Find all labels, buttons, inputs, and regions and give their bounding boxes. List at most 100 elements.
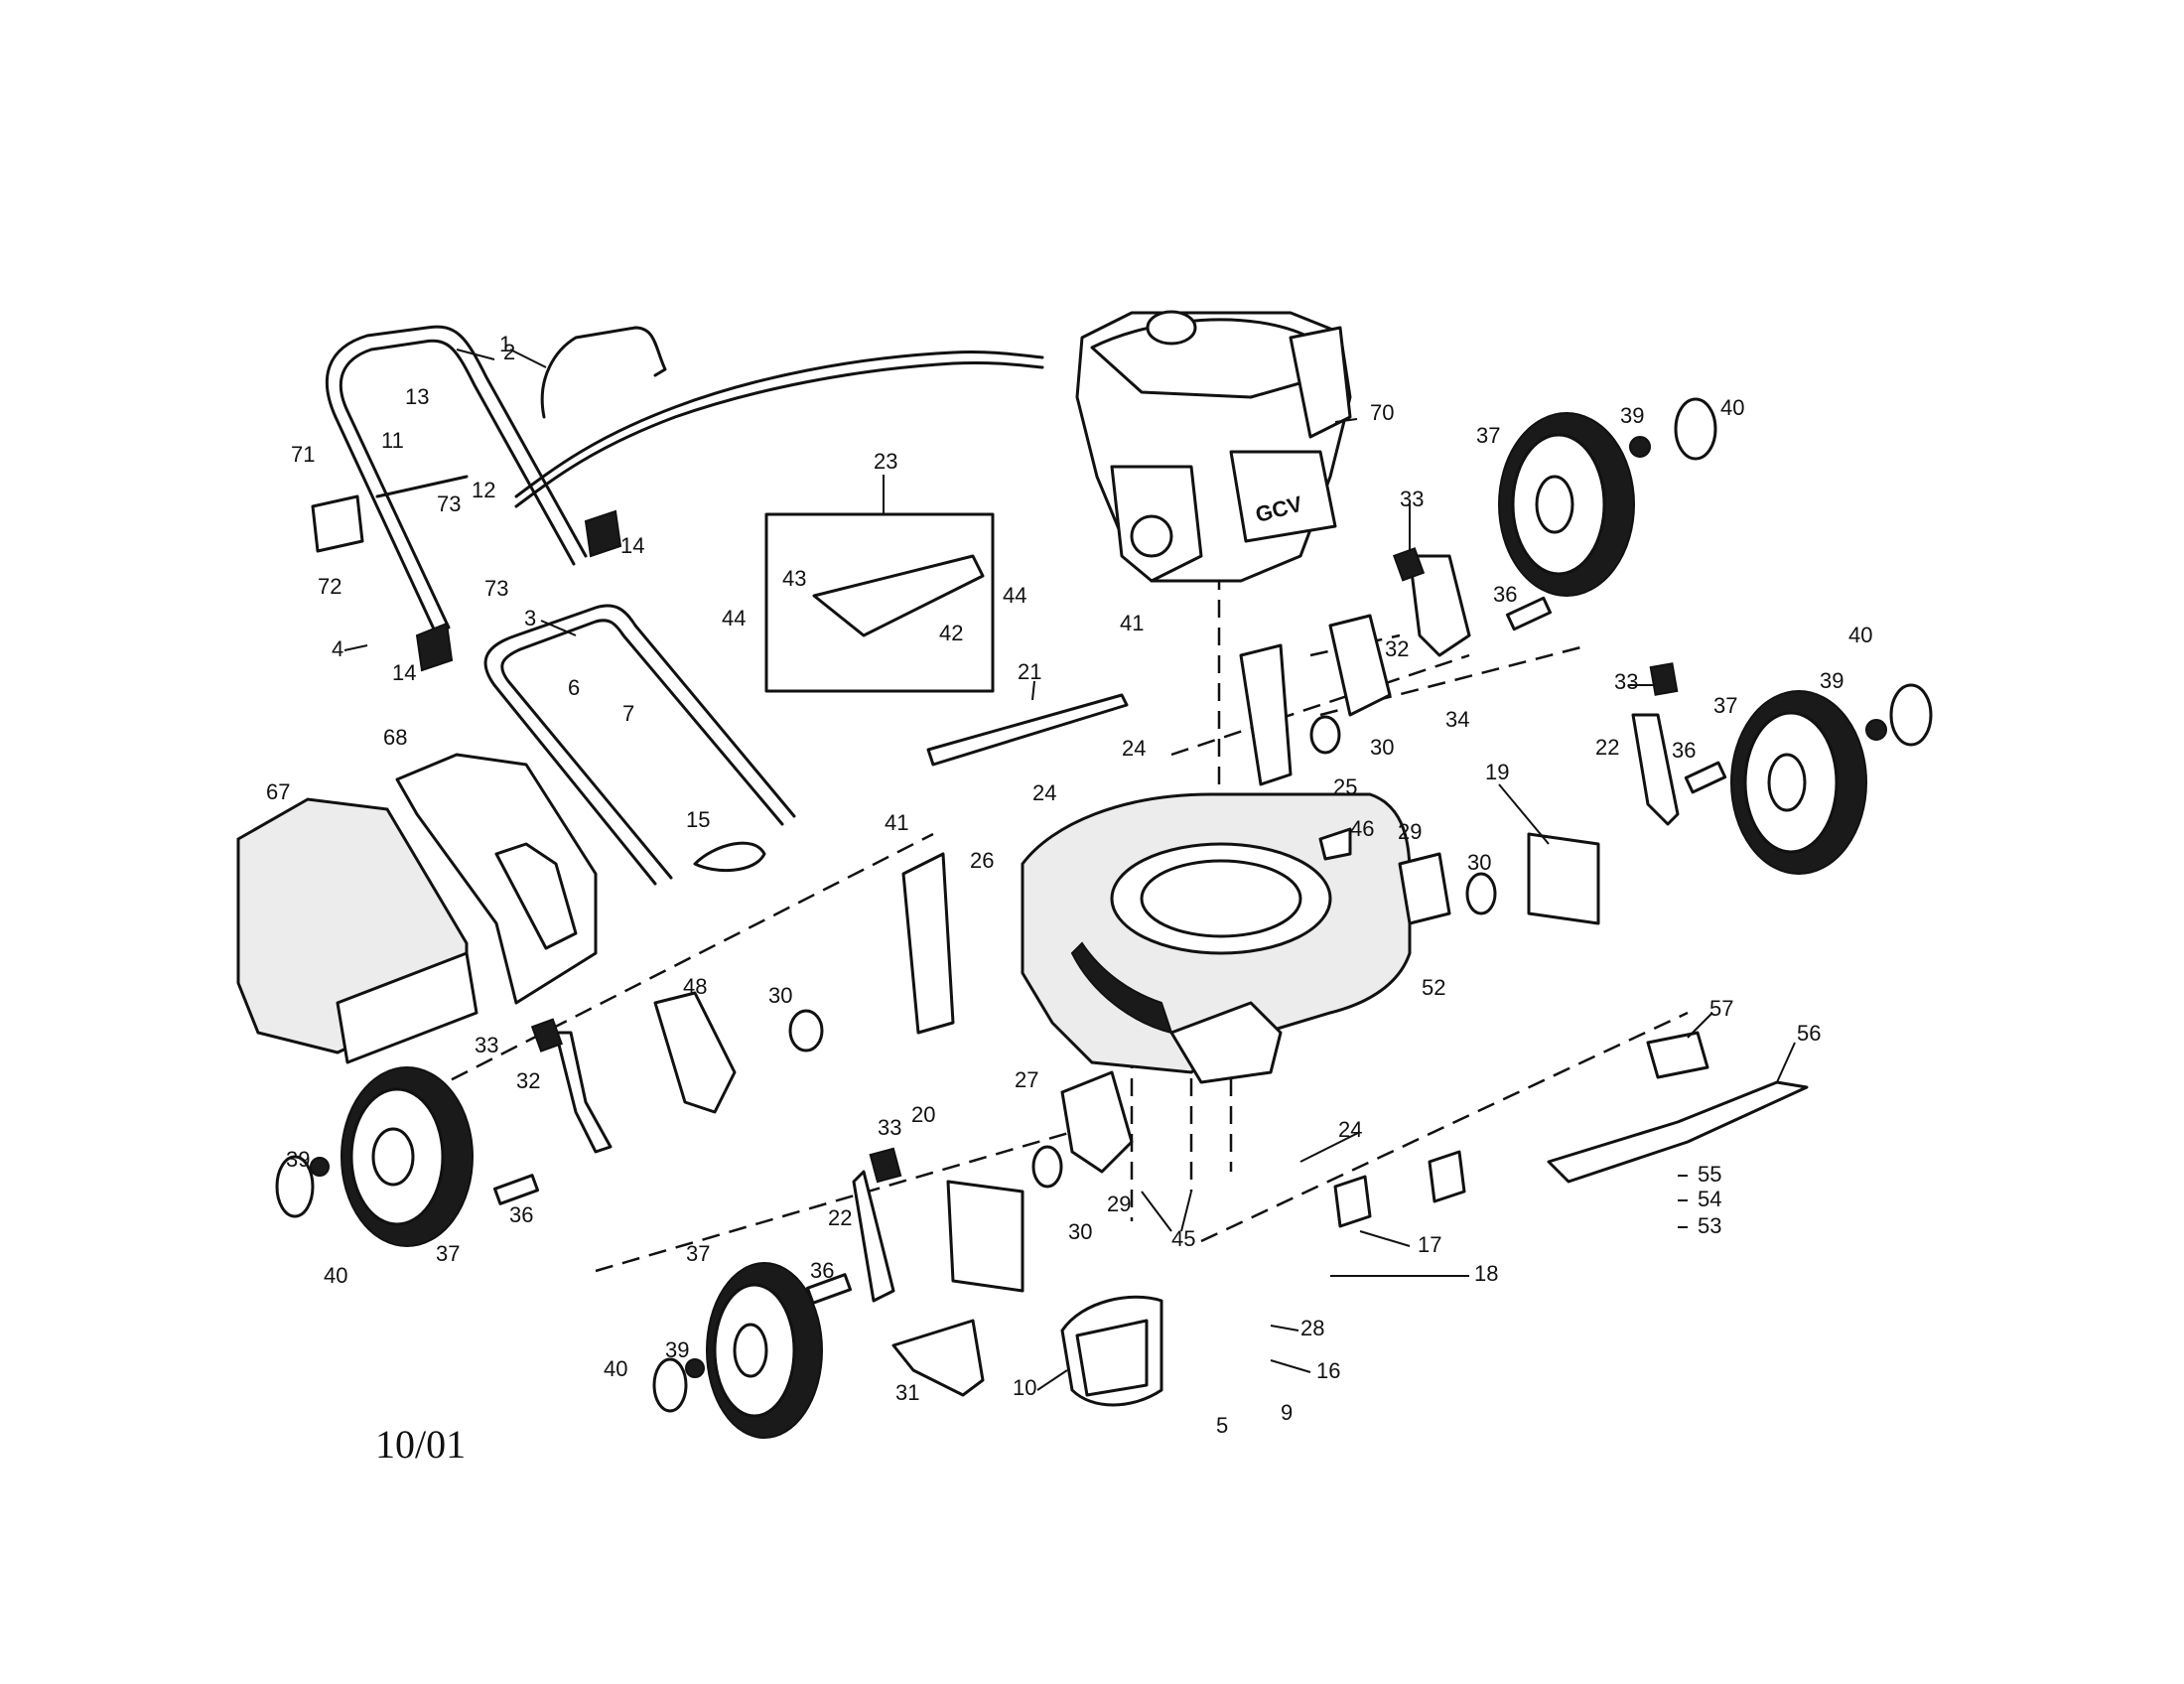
label-32b: 32 <box>516 1068 540 1093</box>
label-22b: 22 <box>828 1205 852 1230</box>
control-bar <box>540 326 667 419</box>
label-32a: 32 <box>1385 636 1409 661</box>
label-71: 71 <box>291 442 315 467</box>
label-7: 7 <box>622 701 634 726</box>
label-37b: 37 <box>1713 693 1737 718</box>
label-23: 23 <box>874 449 897 474</box>
label-36b: 36 <box>1672 738 1696 763</box>
grass-bag <box>236 797 478 1064</box>
label-17: 17 <box>1418 1232 1441 1257</box>
mower-deck <box>1021 792 1412 1084</box>
hubcap-rear-right <box>1674 397 1717 461</box>
upper-handle <box>326 325 588 637</box>
label-31: 31 <box>895 1380 919 1405</box>
label-41b: 41 <box>885 810 908 835</box>
part-labels: 1 2 3 4 5 6 7 9 10 11 12 13 14 14 15 16 … <box>266 332 1872 1438</box>
label-13: 13 <box>405 384 429 409</box>
wheel-front-left <box>706 1262 823 1439</box>
hubcap-front-left <box>652 1357 688 1413</box>
label-24c: 24 <box>1338 1117 1362 1142</box>
label-24a: 24 <box>1122 736 1146 761</box>
label-3: 3 <box>524 606 536 631</box>
label-11: 11 <box>381 428 404 453</box>
label-26: 26 <box>970 848 994 873</box>
label-29a: 29 <box>1398 819 1422 844</box>
label-27: 27 <box>1015 1067 1038 1092</box>
label-1: 1 <box>499 332 511 356</box>
label-30a: 30 <box>1370 735 1394 760</box>
label-19: 19 <box>1485 760 1509 784</box>
hubcap-front-right <box>1889 683 1933 747</box>
label-52: 52 <box>1422 975 1445 1000</box>
label-33a: 33 <box>1400 487 1424 511</box>
label-40c: 40 <box>324 1263 347 1288</box>
cable-assembly-box <box>764 512 995 693</box>
lower-handle <box>483 604 796 886</box>
label-4: 4 <box>332 636 343 661</box>
label-45: 45 <box>1171 1226 1195 1251</box>
label-56: 56 <box>1797 1021 1821 1046</box>
label-33c: 33 <box>475 1033 498 1057</box>
label-30d: 30 <box>1068 1219 1092 1244</box>
label-42: 42 <box>939 621 963 645</box>
label-28: 28 <box>1300 1316 1324 1340</box>
label-33d: 33 <box>878 1115 901 1140</box>
label-72: 72 <box>318 574 341 599</box>
label-14b: 14 <box>392 660 416 685</box>
label-44b: 44 <box>1003 583 1026 608</box>
label-30b: 30 <box>1467 850 1491 875</box>
label-16: 16 <box>1316 1358 1340 1383</box>
label-73b: 73 <box>484 576 508 601</box>
label-37d: 37 <box>686 1241 710 1266</box>
label-2: 2 <box>503 340 515 364</box>
control-cable <box>514 351 1044 498</box>
label-29b: 29 <box>1107 1192 1131 1216</box>
label-67: 67 <box>266 779 290 804</box>
label-39a: 39 <box>1620 403 1644 428</box>
label-37c: 37 <box>436 1241 460 1266</box>
label-40d: 40 <box>604 1356 627 1381</box>
label-22a: 22 <box>1595 735 1619 760</box>
label-6: 6 <box>568 675 580 700</box>
label-25: 25 <box>1333 774 1357 799</box>
label-34: 34 <box>1445 707 1469 732</box>
grass-bag-frame <box>395 753 598 1005</box>
label-18: 18 <box>1474 1261 1498 1286</box>
label-36c: 36 <box>509 1202 533 1227</box>
blade <box>1547 1080 1809 1184</box>
label-73a: 73 <box>437 491 461 516</box>
label-46: 46 <box>1350 816 1374 841</box>
leader-lines <box>343 349 1796 1391</box>
date-code: 10/01 <box>375 1422 466 1467</box>
label-53: 53 <box>1698 1213 1721 1238</box>
label-36d: 36 <box>810 1258 834 1283</box>
label-21: 21 <box>1018 659 1041 684</box>
label-55: 55 <box>1698 1162 1721 1187</box>
label-14a: 14 <box>620 533 644 558</box>
label-33b: 33 <box>1614 669 1638 694</box>
engine: GCV <box>1075 310 1352 583</box>
label-39c: 39 <box>286 1147 310 1172</box>
label-40a: 40 <box>1720 395 1744 420</box>
wheel-rear-right <box>1498 412 1635 597</box>
label-30c: 30 <box>768 983 792 1008</box>
label-9: 9 <box>1281 1400 1293 1425</box>
label-48: 48 <box>683 974 707 999</box>
label-39d: 39 <box>665 1337 689 1362</box>
label-43: 43 <box>782 566 806 591</box>
label-20: 20 <box>911 1102 935 1127</box>
label-40b: 40 <box>1848 623 1872 647</box>
label-5: 5 <box>1216 1413 1228 1438</box>
wheel-rear-left <box>341 1066 474 1247</box>
label-44a: 44 <box>722 606 746 631</box>
label-70: 70 <box>1370 400 1394 425</box>
label-24b: 24 <box>1032 780 1056 805</box>
label-39b: 39 <box>1820 668 1843 693</box>
label-37a: 37 <box>1476 423 1500 448</box>
label-57: 57 <box>1709 996 1733 1021</box>
label-10: 10 <box>1013 1375 1036 1400</box>
label-12: 12 <box>472 478 495 502</box>
hubcap-rear-left <box>275 1155 315 1218</box>
label-54: 54 <box>1698 1187 1721 1211</box>
